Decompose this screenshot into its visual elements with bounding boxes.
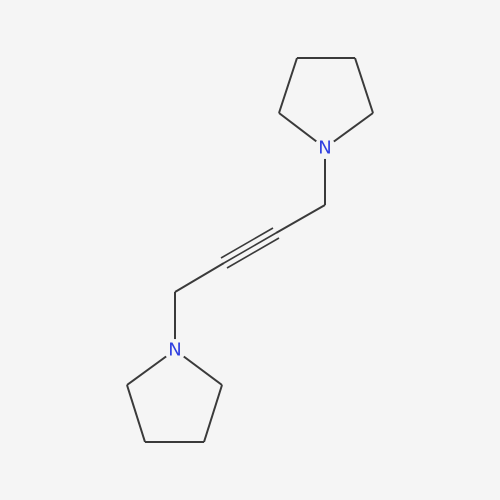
top-pyrrolidine-ring	[278, 57, 374, 149]
bond	[275, 204, 326, 234]
bond	[203, 384, 223, 443]
atom-label: N	[318, 138, 331, 159]
bond	[174, 262, 225, 293]
bond	[220, 227, 274, 259]
bond	[278, 57, 298, 114]
bond	[223, 232, 277, 264]
bond	[226, 237, 280, 269]
bond	[354, 57, 374, 114]
bottom-pyrrolidine-ring	[126, 349, 223, 443]
nitrogen-atom-bottom: N	[164, 339, 186, 361]
bond	[126, 384, 146, 443]
nitrogen-atom-top: N	[314, 137, 336, 159]
butyne-chain	[174, 148, 326, 350]
triple-bond	[220, 227, 280, 269]
atom-label: N	[168, 340, 181, 361]
